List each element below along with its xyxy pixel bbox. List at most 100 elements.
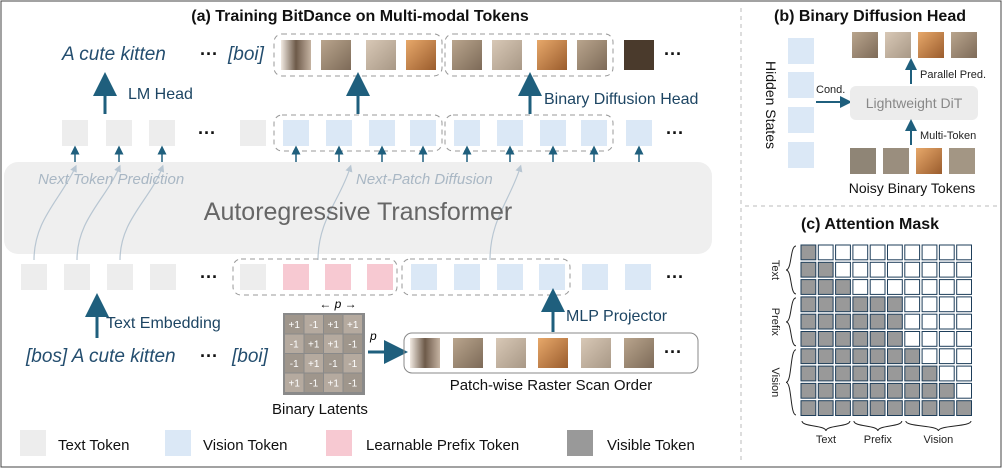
mask-cell — [938, 279, 955, 295]
cond-label: Cond. — [816, 84, 845, 96]
image-patch — [577, 40, 607, 70]
top-patches-group-1 — [281, 40, 436, 70]
mask-cell — [887, 400, 903, 417]
image-patch — [537, 40, 567, 70]
image-patch — [492, 40, 522, 70]
image-patch — [452, 40, 482, 70]
bottom-ellipsis: ··· — [200, 346, 218, 366]
vision-token — [497, 120, 523, 146]
mask-cell — [800, 261, 817, 278]
mask-cell — [956, 365, 973, 382]
mask-cell — [956, 400, 973, 417]
lightweight-dit-label: Lightweight DiT — [866, 95, 963, 111]
vision-token — [539, 264, 565, 290]
latent-cell — [304, 354, 323, 373]
lower-token-row: ··· ··· — [21, 258, 684, 296]
mask-cell — [956, 382, 973, 399]
text-embedding-label: Text Embedding — [106, 315, 221, 332]
legend: Text Token Vision Token Learnable Prefix… — [20, 430, 695, 456]
vision-token — [625, 264, 651, 290]
parallel-pred-label: Parallel Pred. — [920, 69, 986, 81]
latent-value: +1 — [328, 320, 340, 331]
mask-cell — [852, 365, 869, 382]
top-ellipsis: ··· — [200, 44, 218, 64]
mask-cell — [852, 382, 869, 399]
mask-cell — [904, 279, 921, 295]
mask-cell — [869, 365, 886, 382]
mask-cell — [835, 365, 851, 382]
legend-swatch-text — [20, 430, 46, 456]
panel-b-title: (b) Binary Diffusion Head — [774, 8, 966, 25]
vision-token — [788, 142, 814, 168]
mask-cell — [852, 331, 869, 347]
mask-cell — [835, 400, 851, 417]
mask-cell — [921, 400, 938, 417]
mask-cell — [938, 331, 955, 347]
mask-cell — [956, 348, 973, 365]
column-label: Text — [816, 434, 836, 446]
latent-value: -1 — [348, 359, 357, 370]
vision-token — [410, 120, 436, 146]
mask-cell — [921, 279, 938, 295]
mask-cell — [869, 400, 886, 417]
mask-cell — [869, 279, 886, 295]
legend-swatch-visible — [567, 430, 593, 456]
mask-cell — [956, 296, 973, 313]
mask-cell — [938, 313, 955, 330]
mask-cell — [904, 244, 921, 261]
mask-cell — [887, 279, 903, 295]
text-token — [240, 120, 266, 146]
top-patch-group-2 — [444, 33, 614, 77]
mask-cell — [835, 296, 851, 313]
mask-cell — [921, 261, 938, 278]
text-token — [107, 264, 133, 290]
noisy-patches — [850, 148, 975, 174]
image-patch — [496, 338, 526, 368]
transformer-label: Autoregressive Transformer — [204, 198, 512, 226]
mask-cell — [921, 313, 938, 330]
mask-cell — [887, 313, 903, 330]
mask-cell — [817, 313, 834, 330]
mask-cell — [835, 261, 851, 278]
vision-token — [626, 120, 652, 146]
next-patch-diffusion-label: Next-Patch Diffusion — [356, 171, 493, 188]
mask-cell — [817, 244, 834, 261]
upper-token-row: ··· ··· — [62, 114, 684, 152]
mask-cell — [887, 296, 903, 313]
image-patch — [885, 32, 911, 58]
row-label: Vision — [769, 368, 781, 398]
latent-cell — [324, 373, 343, 392]
row-label: Text — [769, 260, 781, 280]
attention-mask-grid — [800, 244, 973, 417]
mask-cell — [904, 382, 921, 399]
text-token — [149, 120, 175, 146]
latent-cell — [285, 373, 304, 392]
mask-cell — [835, 313, 851, 330]
legend-label: Learnable Prefix Token — [366, 437, 519, 454]
mask-cell — [800, 244, 817, 261]
latent-value: +1 — [308, 340, 320, 351]
latent-cell — [285, 315, 304, 334]
vision-token — [581, 120, 607, 146]
vision-token — [411, 264, 437, 290]
column-label: Prefix — [864, 434, 893, 446]
mask-cell — [835, 279, 851, 295]
noisy-binary-tokens-label: Noisy Binary Tokens — [849, 180, 976, 196]
latent-value: -1 — [348, 379, 357, 390]
row-brace — [785, 297, 797, 347]
latent-cell — [304, 315, 323, 334]
prediction-connections — [33, 164, 523, 261]
row-brace — [785, 245, 797, 295]
hidden-state-tokens — [788, 38, 814, 168]
mask-cell — [921, 331, 938, 347]
mask-cell — [956, 244, 973, 261]
vision-token — [369, 120, 395, 146]
mask-cell — [817, 365, 834, 382]
mask-cell — [869, 313, 886, 330]
mask-cell — [869, 261, 886, 278]
mask-cell — [887, 331, 903, 347]
mask-cell — [956, 313, 973, 330]
image-patch — [281, 40, 311, 70]
text-token — [21, 264, 47, 290]
latent-cell — [343, 334, 362, 353]
